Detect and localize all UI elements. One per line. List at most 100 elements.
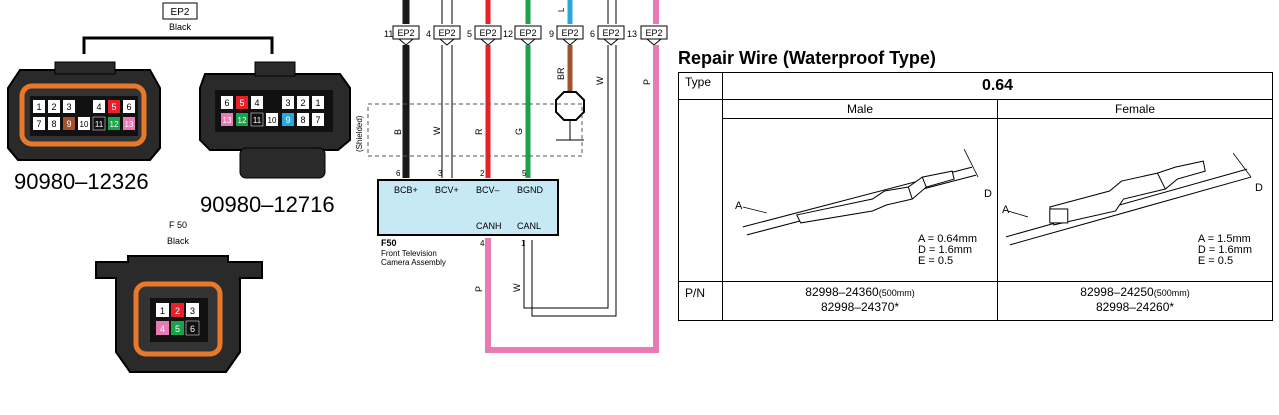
pin-label: 4 — [160, 324, 165, 334]
male-dim-a: A = 0.64mm — [917, 233, 977, 245]
pin-label: 2 — [175, 306, 180, 316]
female-terminal-cell: D A A = 1.5mm D = 1.6mm E = 0.5 — [996, 118, 1274, 282]
wire-white-loop — [523, 45, 609, 309]
ep2-tag: EP2 — [397, 28, 414, 38]
pin-label: 5 — [239, 98, 244, 108]
male-part-numbers: 82998–24360(500mm) 82998–24370* — [723, 282, 997, 314]
female-pn-cell: 82998–24250(500mm) 82998–24260* — [996, 281, 1274, 321]
male-dim-e: E = 0.5 — [917, 255, 954, 267]
ground-splice-octagon — [555, 91, 585, 121]
ep2-connector-12: 12 EP2 — [503, 25, 542, 46]
pin-label: 10 — [268, 116, 277, 125]
female-dim-d: D = 1.6mm — [1197, 244, 1253, 256]
shielded-label: (Shielded) — [355, 115, 364, 152]
pin-label: 1 — [36, 102, 41, 112]
wire-color-label: R — [474, 128, 484, 135]
ep2-pin-number: 13 — [627, 29, 637, 39]
pin-label: 9 — [285, 115, 290, 125]
male-pn-1: 82998–24360 — [805, 285, 879, 299]
pin-label: 3 — [285, 98, 290, 108]
male-terminal-illustration: D A — [735, 149, 992, 236]
module-label-top: BCB+ — [394, 185, 418, 195]
connector-left: 1 2 3 4 5 6 7 8 9 10 11 12 13 90980–1232… — [7, 61, 161, 194]
repair-wire-section: Repair Wire (Waterproof Type) Type 0.64 … — [678, 48, 1274, 348]
wire-color-label: P — [642, 79, 652, 85]
repair-wire-table: Type 0.64 Male Female D A — [678, 72, 1274, 321]
left-pins-row2: 7 8 9 10 11 12 13 — [33, 116, 135, 131]
pin-label: 10 — [80, 120, 89, 129]
ep2-color-label: Black — [169, 22, 192, 32]
ep2-pin-number: 5 — [467, 29, 472, 39]
female-dim-e: E = 0.5 — [1197, 255, 1234, 267]
pin-label: 2 — [51, 102, 56, 112]
wire-color-label: G — [514, 128, 524, 135]
pin-label: 11 — [253, 116, 262, 125]
pin-label: 12 — [110, 120, 119, 129]
right-pins-row1: 6 5 4 3 2 1 — [221, 96, 324, 109]
ep2-connector-6: 6 EP2 — [590, 25, 625, 46]
ep2-connector-11: 11 EP2 — [384, 25, 420, 46]
module-label-top: BGND — [517, 185, 544, 195]
wire-color-label: B — [393, 129, 403, 135]
ep2-pin-number: 6 — [590, 29, 595, 39]
male-terminal-cell: D A A = 0.64mm D = 1.6mm E = 0.5 — [722, 118, 998, 282]
pn-label: P/N — [685, 286, 706, 300]
module-name-line1: Front Television — [381, 249, 437, 258]
dim-a-label: A — [735, 200, 743, 212]
pin-label: 12 — [238, 116, 247, 125]
ep2-connector-5: 5 EP2 — [467, 25, 502, 46]
module-label-top: BCV+ — [435, 185, 459, 195]
module-pin-top: 3 — [438, 169, 443, 178]
pn-label-cell: P/N — [678, 281, 723, 321]
module-label-top: BCV– — [476, 185, 500, 195]
f50-pins-row1: 1 2 3 — [156, 303, 199, 317]
pin-label: 13 — [223, 116, 232, 125]
pin-label: 4 — [96, 102, 101, 112]
dim-d-label: D — [1255, 182, 1263, 194]
wire-color-label-top: L — [557, 7, 566, 12]
module-name-line2: Camera Assembly — [381, 258, 446, 267]
pin-label: 8 — [51, 119, 56, 129]
connector-f50: F 50 Black 1 2 3 4 5 6 — [95, 220, 263, 373]
pin-label: 13 — [125, 120, 134, 129]
pin-label: 4 — [254, 98, 259, 108]
wiring-schematic: L 11 EP2 4 EP2 5 EP2 12 EP2 — [355, 0, 668, 353]
pin-label: 5 — [175, 324, 180, 334]
male-pn-1-length: (500mm) — [878, 288, 915, 298]
ep2-tag: EP2 — [602, 28, 619, 38]
dim-d-label: D — [984, 188, 992, 200]
female-dimensions: A = 1.5mm D = 1.6mm E = 0.5 — [1198, 234, 1252, 267]
pin-label: 6 — [126, 102, 131, 112]
wire-pink-loop — [485, 45, 659, 353]
wire-color-label: BR — [556, 67, 566, 80]
module-label-bottom: CANH — [476, 221, 502, 231]
pin-label: 7 — [36, 119, 41, 129]
wire-color-label: P — [474, 286, 484, 292]
module-pin-top: 5 — [522, 169, 527, 178]
ep2-pin-number: 12 — [503, 29, 513, 39]
ep2-pin-number: 4 — [426, 29, 431, 39]
ep2-tag: EP2 — [438, 28, 455, 38]
ep2-tag: EP2 — [479, 28, 496, 38]
module-pin-top: 6 — [396, 169, 401, 178]
female-pn-1-length: (500mm) — [1153, 288, 1190, 298]
f50-pins-row2: 4 5 6 — [156, 320, 200, 336]
wire-color-label: W — [595, 76, 605, 85]
module-pin-top: 2 — [480, 169, 485, 178]
pin-label: 6 — [190, 324, 195, 334]
ep2-connector-13: 13 EP2 — [627, 25, 668, 46]
ep2-tag: EP2 — [645, 28, 662, 38]
pin-label: 1 — [160, 306, 165, 316]
pin-label: 5 — [111, 102, 116, 112]
f50-tag-label: F 50 — [169, 220, 187, 230]
male-header: Male — [722, 99, 998, 119]
module-pin-bottom: 4 — [480, 239, 485, 248]
type-value-cell: 0.64 — [721, 72, 1274, 100]
camera-module-box — [377, 179, 559, 236]
ep2-tag-label: EP2 — [171, 7, 190, 18]
type-label: Type — [685, 75, 712, 89]
pin-label: 2 — [300, 98, 305, 108]
ep2-pin-number: 11 — [384, 29, 393, 39]
male-dimensions: A = 0.64mm D = 1.6mm E = 0.5 — [918, 234, 977, 267]
male-pn-2: 82998–24370* — [820, 300, 900, 314]
